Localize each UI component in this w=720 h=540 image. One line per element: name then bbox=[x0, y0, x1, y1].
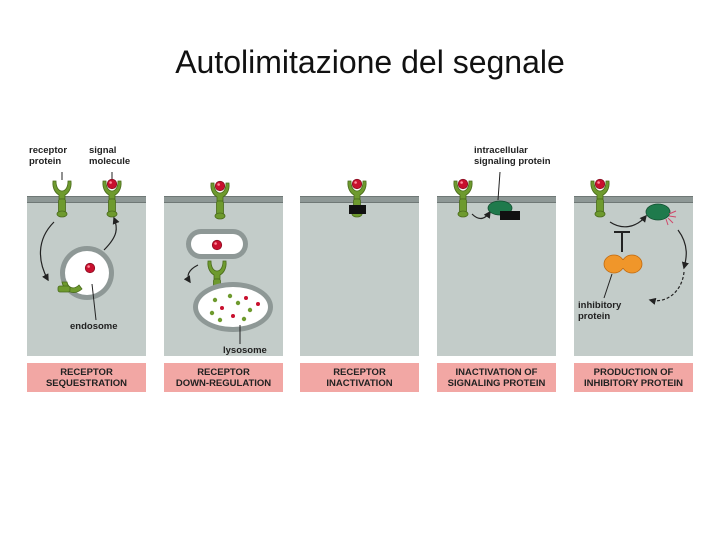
signaling-protein-icon bbox=[487, 200, 520, 220]
inhibitor-block-icon bbox=[349, 205, 366, 214]
vesicle-icon bbox=[186, 229, 248, 259]
page-title: Autolimitazione del segnale bbox=[175, 44, 565, 80]
signal-molecule-icon bbox=[457, 178, 469, 190]
endosome-icon bbox=[57, 246, 114, 300]
membrane bbox=[574, 196, 693, 203]
membrane bbox=[27, 196, 146, 203]
lysosome-label: lysosome bbox=[223, 345, 267, 356]
receptor-icon bbox=[52, 180, 72, 218]
signal-molecule-icon bbox=[351, 178, 363, 190]
signaling-protein-icon bbox=[645, 203, 677, 226]
inhibitory-protein-icon bbox=[603, 254, 643, 274]
signal-molecule-icon bbox=[106, 178, 118, 190]
panel-receptor-inactivation bbox=[300, 196, 419, 356]
signal-molecule-icon bbox=[214, 180, 226, 192]
signal-molecule-icon bbox=[594, 178, 606, 190]
panel-inactivation-signaling-protein bbox=[437, 196, 556, 356]
inhibition-symbol bbox=[614, 231, 630, 252]
lysosome-icon bbox=[193, 282, 273, 332]
endosome-label: endosome bbox=[70, 321, 118, 332]
